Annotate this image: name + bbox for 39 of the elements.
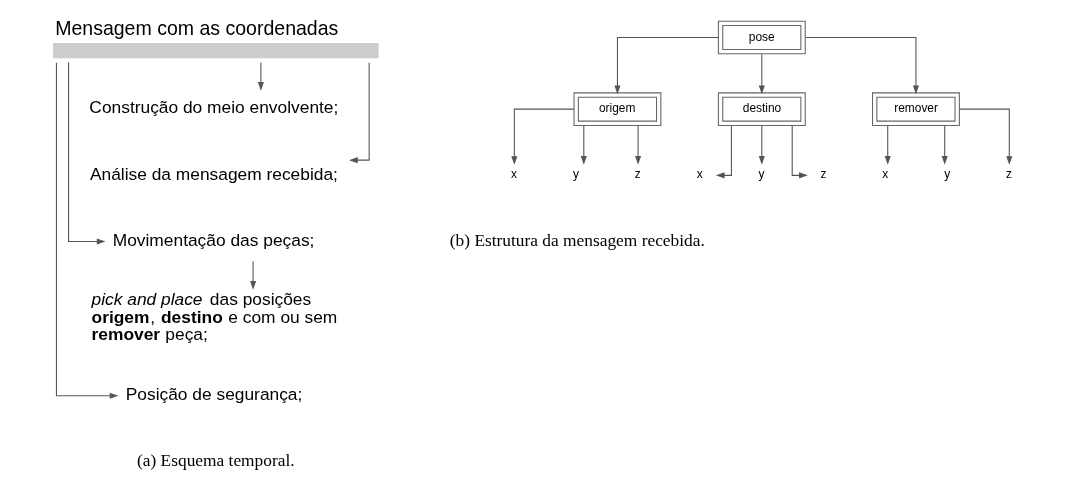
arrow <box>349 62 370 164</box>
arrow <box>68 62 106 245</box>
label: (a) Esquema temporal. <box>137 451 295 471</box>
node-text: pick and place das posições origem, destino e com ou sem remover peça; <box>91 289 338 345</box>
arrow <box>614 36 719 95</box>
node-text: Análise da mensagem recebida; <box>89 163 338 184</box>
arrow <box>580 124 587 165</box>
label: (b) Estrutura da mensagem recebida. <box>449 230 705 250</box>
node-text: x <box>696 167 703 182</box>
node-text: Movimentação das peças; <box>112 229 315 250</box>
node-text: Construção do meio envolvente; <box>89 97 339 118</box>
node-text: y <box>758 167 765 182</box>
arrow <box>257 62 264 91</box>
arrow <box>884 124 891 165</box>
arrow <box>758 124 765 165</box>
node-text: y <box>572 167 579 182</box>
arrow <box>805 36 919 95</box>
node-text: x <box>882 167 889 182</box>
arrow <box>791 124 808 179</box>
arrow <box>250 260 257 290</box>
arrow <box>635 124 642 165</box>
node-label: Mensagem com as coordenadas <box>55 16 339 39</box>
node-text: z <box>1006 167 1012 182</box>
arrow <box>55 62 119 399</box>
node-text: z <box>634 167 641 182</box>
node-text: z <box>820 167 827 182</box>
node-text: Posição de segurança; <box>125 383 303 404</box>
arrow <box>758 53 765 95</box>
node-box: origem <box>573 92 662 126</box>
arrow <box>511 108 575 165</box>
node-text: x <box>511 167 518 182</box>
node-text: y <box>944 167 951 182</box>
arrow <box>959 108 1013 165</box>
arrow <box>941 124 948 165</box>
node-box: destino <box>717 92 806 126</box>
node-box: remover <box>872 92 960 126</box>
arrow <box>715 124 732 179</box>
node-box <box>53 42 379 59</box>
node-box: pose <box>717 20 806 55</box>
